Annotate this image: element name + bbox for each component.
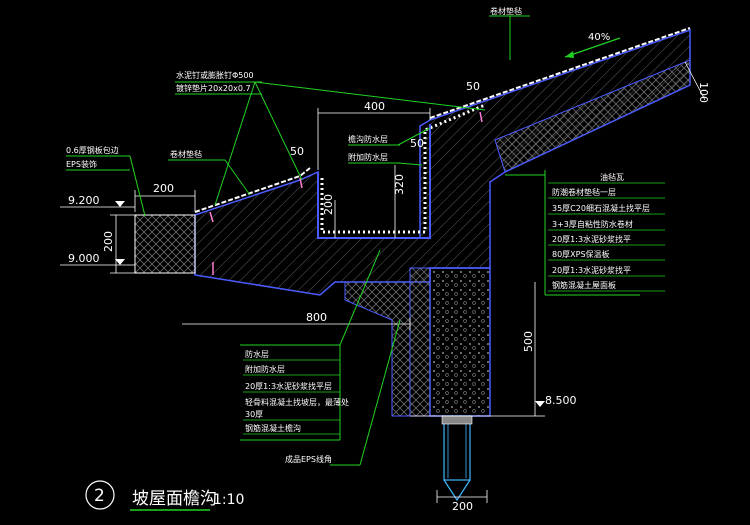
label-tile-top: 卷材垫毡 (490, 6, 522, 16)
dim-200-bottom: 200 (452, 500, 473, 513)
label-nail: 水泥钉或膨胀钉Φ500 (176, 70, 254, 80)
xps-band (494, 59, 691, 173)
elev-8500: 8.500 (545, 394, 577, 407)
gutter-lining (317, 124, 431, 239)
svg-text:20厚1:3水泥砂浆找平: 20厚1:3水泥砂浆找平 (552, 234, 631, 244)
svg-text:防水层: 防水层 (245, 349, 269, 359)
dim-200-top: 200 (102, 231, 115, 252)
svg-text:35厚C20细石混凝土找平层: 35厚C20细石混凝土找平层 (552, 203, 650, 213)
svg-text:30厚: 30厚 (245, 410, 263, 419)
dim-320: 320 (393, 174, 406, 195)
label-eps: EPS装饰 (66, 159, 97, 169)
svg-text:油毡瓦: 油毡瓦 (600, 172, 624, 182)
dim-500: 500 (522, 331, 535, 352)
eps-strip (409, 267, 431, 417)
label-extra-waterproof: 附加防水层 (348, 152, 388, 162)
dim-200-v: 200 (322, 194, 335, 215)
svg-text:80厚XPS保温板: 80厚XPS保温板 (552, 249, 610, 259)
label-waterproof-top: 檐沟防水层 (348, 134, 388, 144)
svg-text:20厚1:3水泥砂浆找平: 20厚1:3水泥砂浆找平 (552, 265, 631, 275)
svg-text:20厚1:3水泥砂浆找平层: 20厚1:3水泥砂浆找平层 (245, 381, 332, 391)
svg-text:防潮卷材垫毡一层: 防潮卷材垫毡一层 (552, 187, 616, 197)
dim-50-c: 50 (410, 137, 424, 150)
roof-tiles (194, 27, 691, 213)
dim-200-left: 200 (153, 182, 174, 195)
eps-corner (344, 281, 411, 417)
svg-text:钢筋混凝土檐沟: 钢筋混凝土檐沟 (245, 423, 301, 433)
svg-text:附加防水层: 附加防水层 (245, 364, 285, 374)
elev-9000: 9.000 (68, 252, 100, 265)
nail-marks (209, 111, 483, 275)
dimension-lines (60, 61, 706, 503)
dim-400: 400 (364, 100, 385, 113)
dim-800: 800 (306, 311, 327, 324)
elev-9200: 9.200 (68, 194, 100, 207)
dim-50-b: 50 (290, 145, 304, 158)
label-washer: 镀锌垫片20x20x0.7 (176, 83, 251, 93)
label-steel-plate: 0.6厚钢板包边 (66, 145, 119, 155)
eps-block (134, 214, 196, 274)
leader-lines (66, 15, 640, 466)
slope-arrow (564, 37, 621, 58)
label-roll-left: 卷材垫毡 (170, 149, 202, 159)
gutter-beam (429, 267, 491, 417)
title-number: 2 (94, 486, 105, 506)
drawing-title: 坡屋面檐沟 (132, 489, 217, 509)
label-slope: 40% (588, 32, 610, 43)
dim-50-a: 50 (466, 80, 480, 93)
title-number-circle (85, 480, 115, 510)
drawing-scale: 1:10 (213, 492, 244, 508)
layer-list: 油毡瓦 防潮卷材垫毡一层 35厚C20细石混凝土找平层 3+3厚自粘性防水卷材 … (552, 172, 650, 290)
roof-slab (194, 28, 691, 296)
label-eps-corner: 成品EPS线角 (285, 454, 332, 464)
svg-text:轻骨料混凝土找坡层，最薄处: 轻骨料混凝土找坡层，最薄处 (245, 397, 349, 407)
svg-text:3+3厚自粘性防水卷材: 3+3厚自粘性防水卷材 (552, 219, 633, 229)
bottom-layer-list: 防水层 附加防水层 20厚1:3水泥砂浆找平层 轻骨料混凝土找坡层，最薄处 30… (245, 349, 349, 433)
svg-text:钢筋混凝土屋面板: 钢筋混凝土屋面板 (552, 280, 616, 290)
dim-100: 100 (697, 82, 710, 103)
gutter-waterproof (320, 103, 486, 234)
